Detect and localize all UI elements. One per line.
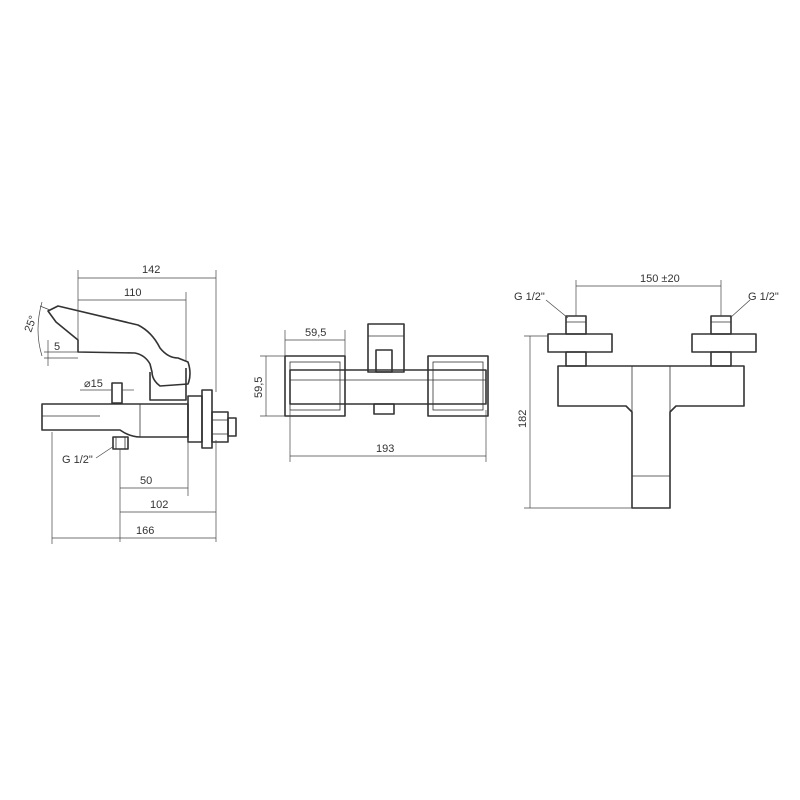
- right-eccentric-plate: [691, 333, 757, 353]
- top-body: [557, 365, 745, 509]
- wall-flange: [201, 389, 213, 449]
- dim-102-label: 102: [150, 499, 168, 511]
- left-eccentric-plate: [547, 333, 613, 353]
- right-eccentric-stem: [710, 351, 732, 367]
- angle-leg: [39, 305, 51, 311]
- dim-182-label: 182: [517, 410, 529, 428]
- dim-5-label: 5: [54, 341, 60, 353]
- left-thread-leader: [545, 299, 569, 319]
- top-nut: [111, 382, 123, 404]
- front-outlet: [373, 403, 395, 415]
- right-thread-leader: [729, 299, 751, 319]
- front-view: 59,5 59,5 193: [253, 323, 489, 462]
- dim-166-label: 166: [136, 525, 154, 537]
- angle-arc: [37, 301, 43, 357]
- dim-110-label: 110: [124, 287, 142, 299]
- wall-bracket: [187, 395, 203, 443]
- lever-cap: [149, 368, 187, 401]
- dim-centers-label: 150 ±20: [640, 273, 680, 285]
- left-flange: [284, 355, 346, 417]
- right-thread-label: G 1/2": [748, 291, 779, 303]
- connector-nut: [211, 411, 229, 443]
- connector-pipe: [227, 417, 237, 437]
- right-flange-inner: [432, 361, 484, 411]
- left-eccentric-stem: [565, 351, 587, 367]
- left-inlet-nut: [565, 315, 587, 335]
- side-view: 142 110 25° 5 ⌀15 G 1/2" 50 102 166: [23, 264, 237, 544]
- dim-59-5-width-label: 59,5: [305, 327, 326, 339]
- bottom-outlet: [112, 436, 129, 450]
- dim-59-5-height-label: 59,5: [253, 377, 265, 398]
- angle-label: 25°: [23, 314, 40, 334]
- front-body: [289, 369, 487, 405]
- thread-label: G 1/2": [62, 454, 93, 466]
- dim-d15-label: ⌀15: [84, 378, 103, 390]
- mixer-body: [41, 403, 189, 438]
- lever-handle: [47, 305, 191, 387]
- left-thread-label: G 1/2": [514, 291, 545, 303]
- thread-leader: [95, 445, 115, 459]
- dim-50-label: 50: [140, 475, 152, 487]
- right-flange: [427, 355, 489, 417]
- front-lever: [367, 323, 405, 373]
- front-lever-stem: [375, 349, 393, 373]
- right-inlet-nut: [710, 315, 732, 335]
- top-view: 150 ±20 G 1/2" G 1/2" 182: [514, 273, 779, 509]
- dim-142-label: 142: [142, 264, 160, 276]
- dim-193-label: 193: [376, 443, 394, 455]
